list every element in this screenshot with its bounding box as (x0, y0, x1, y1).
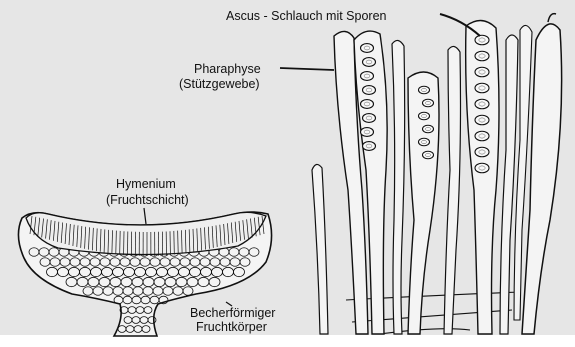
spore (423, 151, 434, 158)
spore (361, 100, 374, 109)
spore (475, 115, 489, 125)
hymenium-label-line1: Hymenium (116, 177, 176, 191)
spore (475, 147, 489, 157)
spore (363, 114, 376, 123)
spore (363, 142, 376, 151)
ascus-3-spores (475, 35, 489, 173)
spore (363, 58, 376, 67)
spore (419, 138, 430, 145)
spore (475, 131, 489, 141)
fruit-body-label-line1: Becherförmiger (190, 306, 275, 320)
paraphyse-label-line1: Pharaphyse (194, 62, 261, 76)
paraphyse-label-line2: (Stützgewebe) (179, 77, 260, 91)
spore (363, 86, 376, 95)
spore (419, 112, 430, 119)
spore (475, 35, 489, 45)
spore (475, 99, 489, 109)
spore (361, 128, 374, 137)
spore (475, 67, 489, 77)
spore (361, 72, 374, 81)
spore (475, 51, 489, 61)
spore (475, 83, 489, 93)
spore (475, 163, 489, 173)
hymenium-label-line2: (Fruchtschicht) (106, 193, 189, 207)
spore (419, 86, 430, 93)
spore (423, 125, 434, 132)
spore (361, 44, 374, 53)
spore (423, 99, 434, 106)
ascus-label: Ascus - Schlauch mit Sporen (226, 9, 387, 23)
fruit-body-label-line2: Fruchtkörper (196, 320, 267, 334)
